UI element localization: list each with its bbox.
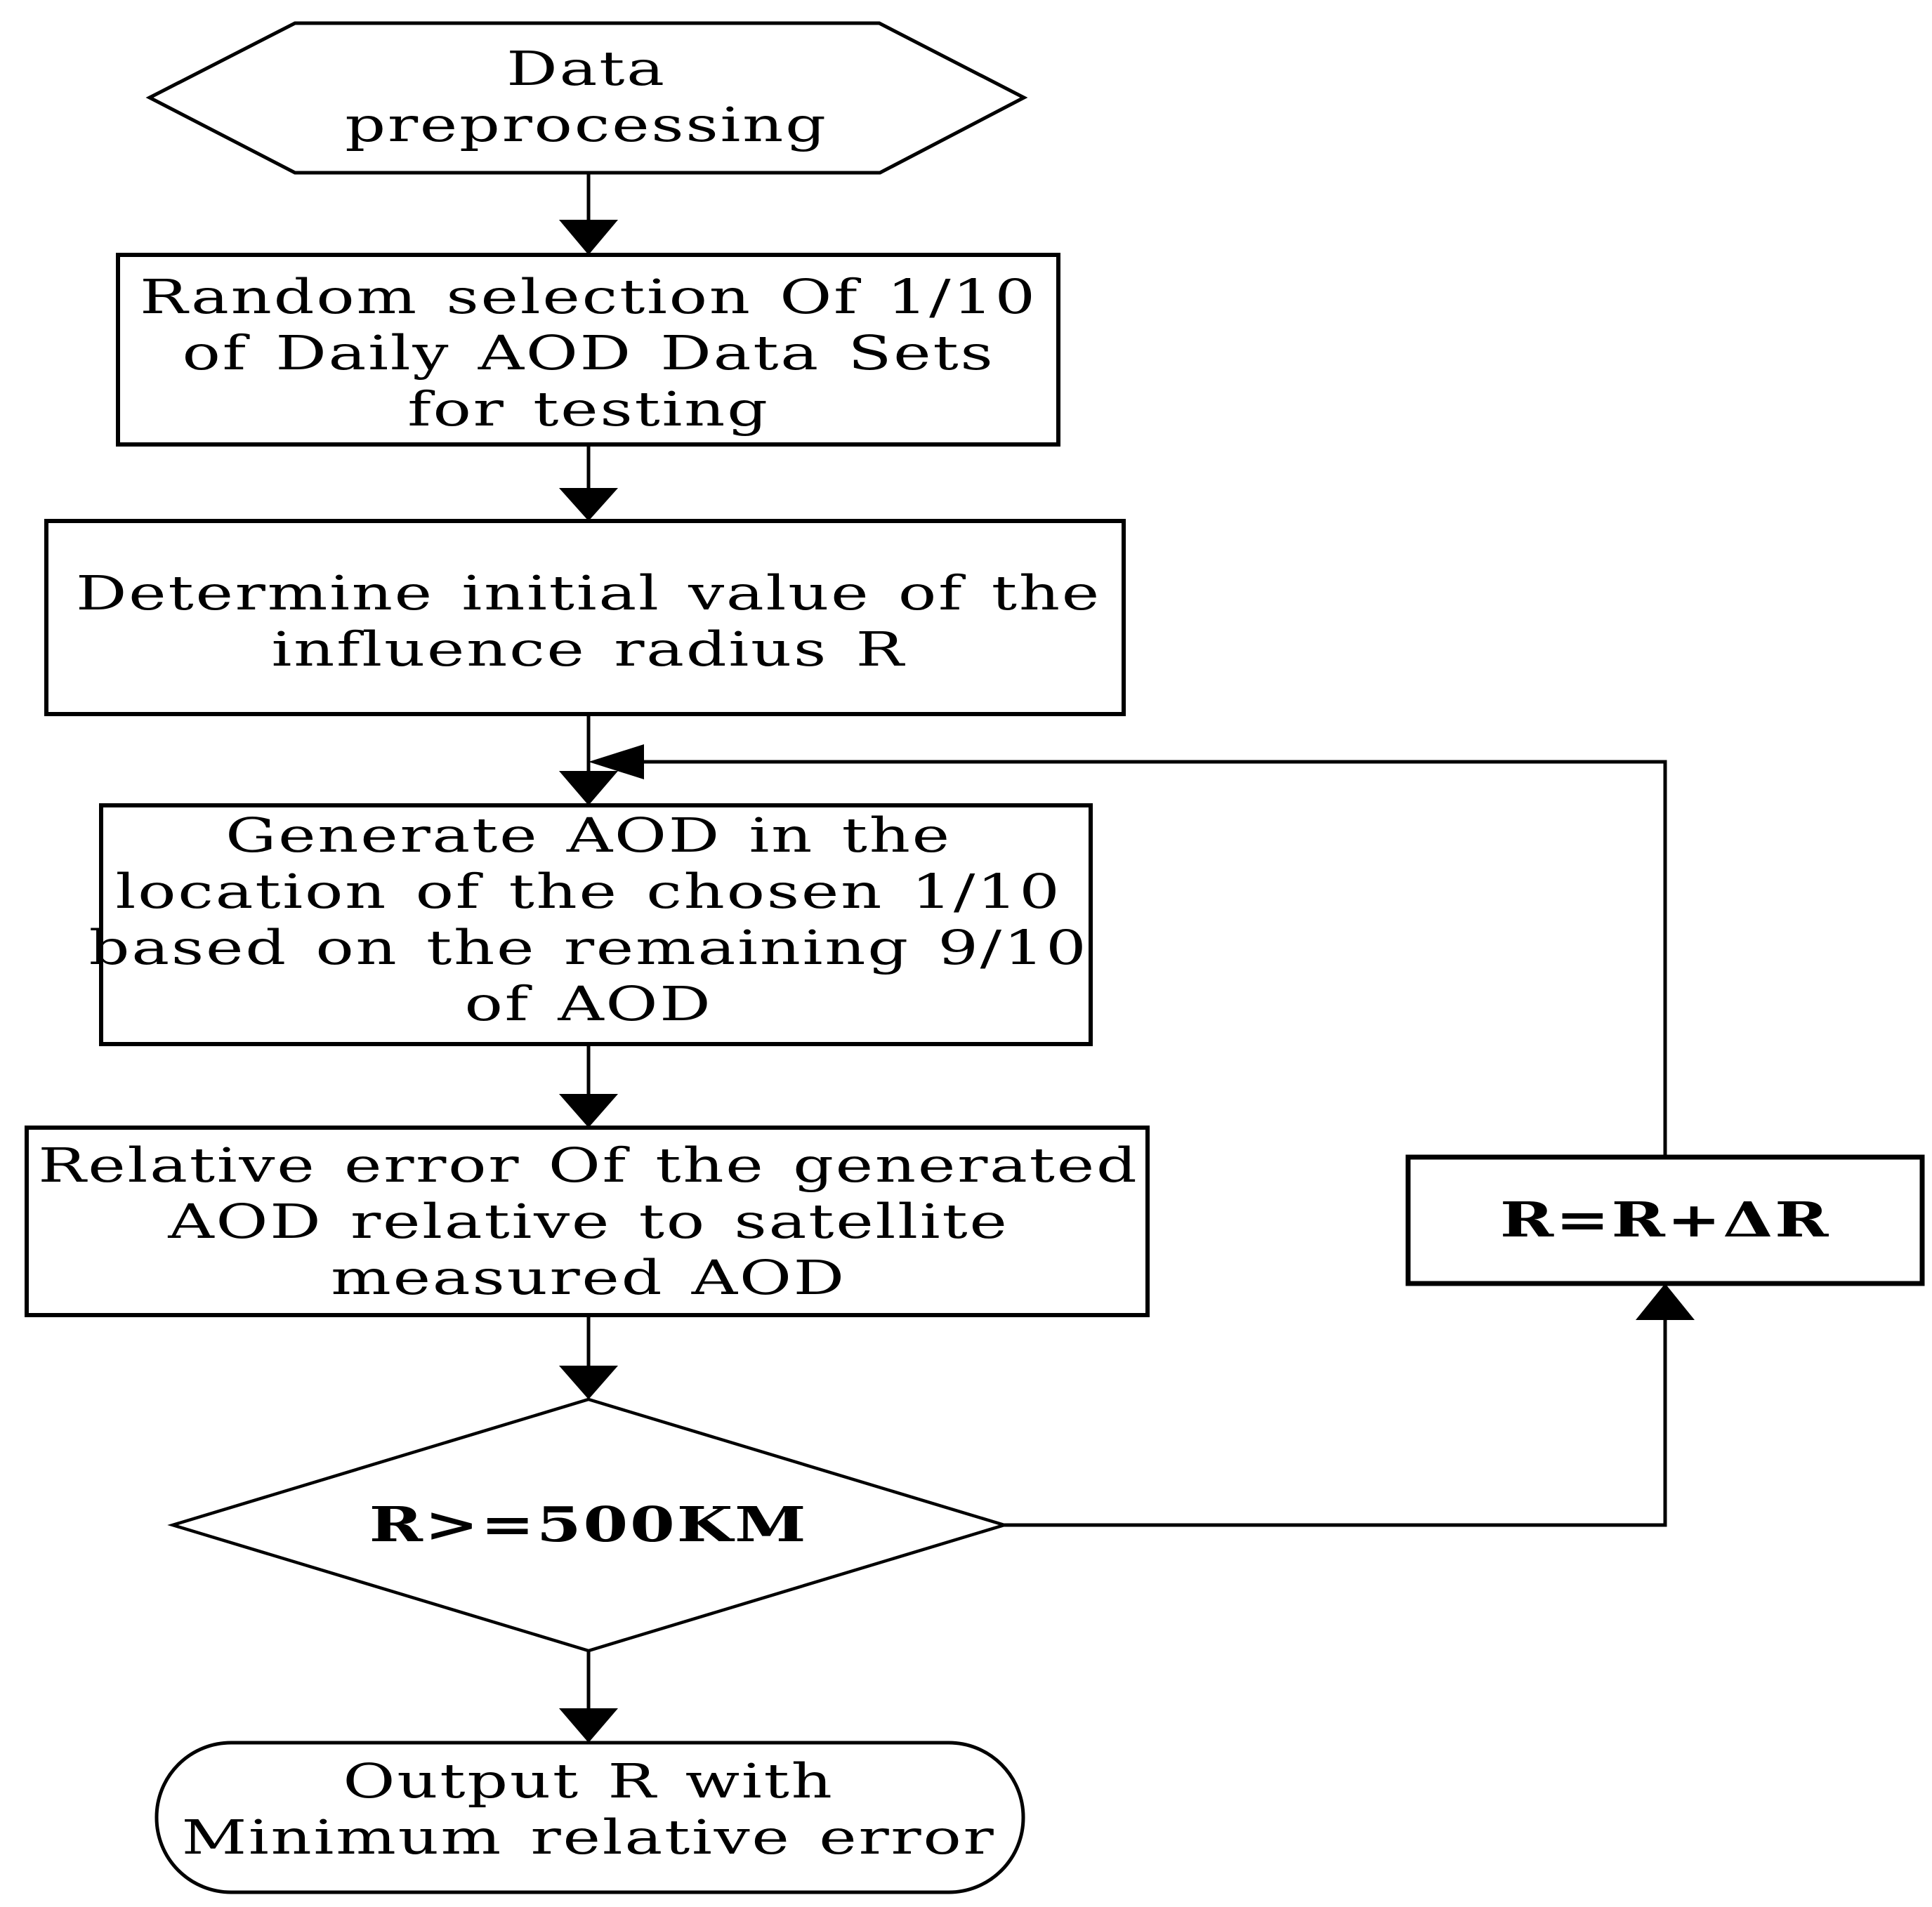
arrow-down-icon [559,771,618,805]
label-line: preprocessing [345,98,828,152]
initial-radius-label: Determine initial value of the influence… [0,565,1395,678]
label-line: of AOD [464,977,713,1031]
process-generate-aod [99,803,1093,1046]
arrow-up-icon [1636,1284,1695,1320]
connector-decision-to-increment [1004,1320,1667,1527]
process-initial-radius [44,519,1126,716]
decision-label: R>=500KM [0,1497,1395,1553]
arrow-left-icon [589,744,644,779]
increment-label: R=R+ΔR [860,1192,1932,1248]
label-line: location of the chosen 1/10 [115,864,1062,919]
label-line: AOD relative to satellite [168,1194,1009,1249]
terminator-output [155,1741,1025,1894]
label-line: Determine initial value of the [75,566,1102,621]
label-line: Generate AOD in the [225,808,952,863]
preprocessing-label: Data preprocessing [0,41,1393,153]
generate-aod-label: Generate AOD in the location of the chos… [0,807,1395,1032]
label-line: Data [506,41,666,96]
label-line: influence radius R [271,622,906,677]
label-line: of Daily AOD Data Sets [182,326,995,381]
hexagon-data-preprocessing [145,21,1028,175]
label-line: R=R+ΔR [1499,1192,1831,1248]
label-line: R>=500KM [369,1497,808,1553]
connector-increment-to-generate [644,760,1667,1157]
label-line: Output R with [343,1754,834,1809]
label-line: Minimum relative error [181,1810,996,1865]
output-label: Output R with Minimum relative error [0,1753,1395,1866]
arrow-down-icon [559,1366,618,1399]
arrow-down-icon [559,1708,618,1743]
relative-error-label: Relative error Of the generated AOD rela… [0,1137,1395,1306]
label-line: Random selection Of 1/10 [140,270,1037,324]
label-line: Relative error Of the generated [38,1138,1139,1193]
arrow-down-icon [559,220,618,255]
label-line: for testing [407,382,770,437]
arrow-down-icon [559,1094,618,1128]
random-selection-label: Random selection Of 1/10 of Daily AOD Da… [0,269,1395,437]
label-line: measured AOD [331,1251,846,1305]
label-line: based on the remaining 9/10 [88,920,1089,975]
arrow-down-icon [559,488,618,521]
